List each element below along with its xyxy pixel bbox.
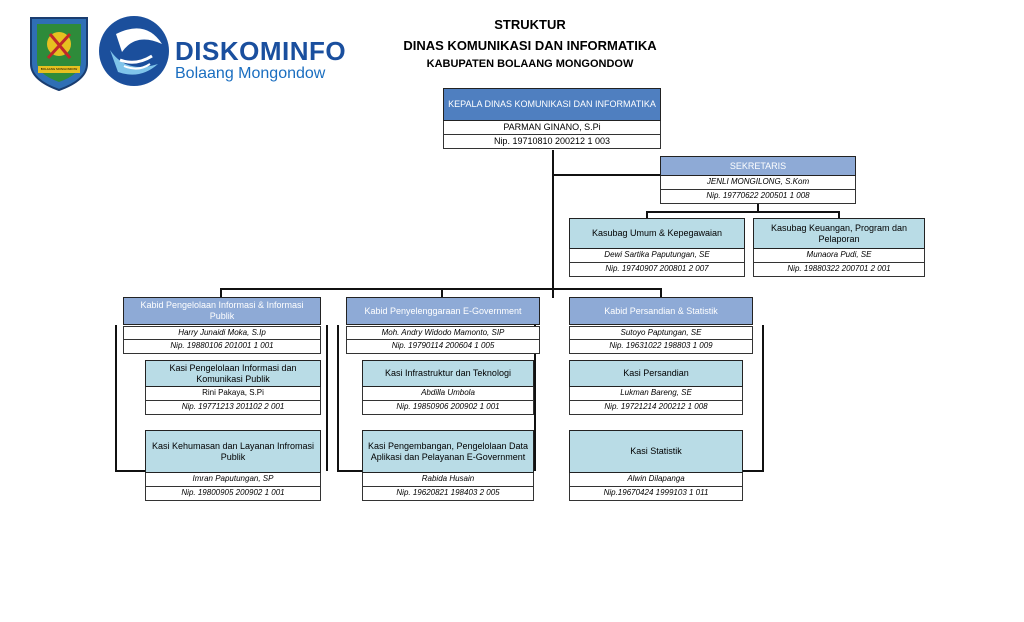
kabid-nip: Nip. 19631022 198803 1 009	[569, 340, 753, 354]
kasi-title: Kasi Kehumasan dan Layanan Infromasi Pub…	[151, 440, 315, 462]
kasi-title: Kasi Pengembangan, Pengelolaan Data Apli…	[367, 440, 529, 462]
kasi-nip: Nip. 19850906 200902 1 001	[362, 401, 534, 415]
kasi-infrastruktur-box: Kasi Infrastruktur dan Teknologi	[362, 360, 534, 387]
connector-line	[646, 211, 648, 219]
kasi-pengelolaan-box: Kasi Pengelolaan Informasi dan Komunikas…	[145, 360, 321, 387]
kabid-name: Moh. Andry Widodo Mamonto, SIP	[346, 326, 540, 340]
logo-subtitle: Bolaang Mongondow	[175, 65, 326, 82]
connector-line	[646, 211, 840, 213]
connector-line	[337, 470, 362, 472]
connector-line	[220, 288, 661, 290]
kasubag-name: Dewi Sartika Paputungan, SE	[569, 249, 745, 263]
connector-line	[660, 288, 662, 298]
kasi-pengembangan-box: Kasi Pengembangan, Pengelolaan Data Apli…	[362, 430, 534, 473]
kabid-nip: Nip. 19790114 200604 1 005	[346, 340, 540, 354]
kepala-nip: Nip. 19710810 200212 1 003	[443, 135, 661, 149]
connector-line	[115, 325, 117, 471]
sekretaris-title: SEKRETARIS	[729, 160, 787, 171]
connector-line	[552, 174, 660, 176]
kepala-name: PARMAN GINANO, S.Pi	[443, 121, 661, 135]
connector-line	[326, 325, 328, 471]
kasubag-keuangan-box: Kasubag Keuangan, Program dan Pelaporan	[753, 218, 925, 249]
connector-line	[762, 325, 764, 471]
kabid-title: Kabid Pengelolaan Informasi & Informasi …	[140, 300, 304, 321]
header-line2: DINAS KOMUNIKASI DAN INFORMATIKA	[403, 38, 657, 53]
kabid-egov-box: Kabid Penyelenggaraan E-Government	[346, 297, 540, 325]
seal-text: BOLAANG MONGONDOW	[40, 67, 78, 71]
connector-line	[552, 150, 554, 298]
kabid-nip: Nip. 19880106 201001 1 001	[123, 340, 321, 354]
kasubag-name: Munaora Pudi, SE	[753, 249, 925, 263]
sekretaris-nip: Nip. 19770622 200501 1 008	[660, 190, 856, 204]
kabid-name: Sutoyo Paptungan, SE	[569, 326, 753, 340]
connector-line	[534, 325, 536, 471]
kasi-nip: Nip.19670424 1999103 1 011	[569, 487, 743, 501]
kasi-persandian-box: Kasi Persandian	[569, 360, 743, 387]
kabid-pengelolaan-box: Kabid Pengelolaan Informasi & Informasi …	[123, 297, 321, 325]
diskominfo-swirl-logo	[99, 16, 169, 86]
kasi-name: Abdilla Umbola	[362, 387, 534, 401]
kasubag-title: Kasubag Umum & Kepegawaian	[591, 228, 723, 238]
connector-line	[757, 204, 759, 212]
kepala-title: KEPALA DINAS KOMUNIKASI DAN INFORMATIKA	[448, 99, 656, 109]
header-line1: STRUKTUR	[494, 17, 566, 32]
kasi-title: Kasi Pengelolaan Informasi dan Komunikas…	[169, 362, 297, 384]
kasubag-title: Kasubag Keuangan, Program dan Pelaporan	[770, 222, 908, 244]
kasi-nip: Nip. 19620821 198403 2 005	[362, 487, 534, 501]
kasubag-nip: Nip. 19740907 200801 2 007	[569, 263, 745, 277]
kasi-title: Kasi Persandian	[623, 368, 689, 378]
sekretaris-name: JENLI MONGILONG, S.Kom	[660, 176, 856, 190]
sekretaris-title-box: SEKRETARIS	[660, 156, 856, 176]
kasi-name: Imran Paputungan, SP	[145, 473, 321, 487]
kasi-title: Kasi Statistik	[630, 446, 682, 456]
kabid-title: Kabid Persandian & Statistik	[604, 305, 718, 316]
kabid-persandian-box: Kabid Persandian & Statistik	[569, 297, 753, 325]
connector-line	[838, 211, 840, 219]
kasubag-nip: Nip. 19880322 200701 2 001	[753, 263, 925, 277]
connector-line	[743, 470, 764, 472]
kabid-title: Kabid Penyelenggaraan E-Government	[364, 305, 522, 316]
connector-line	[337, 325, 339, 471]
logo-name: DISKOMINFO	[175, 36, 347, 66]
kasi-statistik-box: Kasi Statistik	[569, 430, 743, 473]
kasi-nip: Nip. 19771213 201102 2 001	[145, 401, 321, 415]
connector-line	[220, 288, 222, 298]
kasi-title: Kasi Infrastruktur dan Teknologi	[385, 368, 511, 378]
kasi-nip: Nip. 19721214 200212 1 008	[569, 401, 743, 415]
kasi-name: Alwin Dilapanga	[569, 473, 743, 487]
kepala-title-box: KEPALA DINAS KOMUNIKASI DAN INFORMATIKA	[443, 88, 661, 121]
kasi-nip: Nip. 19800905 200902 1 001	[145, 487, 321, 501]
connector-line	[115, 470, 145, 472]
kasubag-umum-box: Kasubag Umum & Kepegawaian	[569, 218, 745, 249]
kasi-kehumasan-box: Kasi Kehumasan dan Layanan Infromasi Pub…	[145, 430, 321, 473]
kasi-name: Rini Pakaya, S.Pi	[145, 387, 321, 401]
kabid-name: Harry Junaidi Moka, S.Ip	[123, 326, 321, 340]
header-line3: KABUPATEN BOLAANG MONGONDOW	[426, 58, 634, 70]
connector-line	[441, 288, 443, 298]
kasi-name: Lukman Bareng, SE	[569, 387, 743, 401]
kasi-name: Rabida Husain	[362, 473, 534, 487]
regency-seal-logo	[30, 17, 88, 92]
